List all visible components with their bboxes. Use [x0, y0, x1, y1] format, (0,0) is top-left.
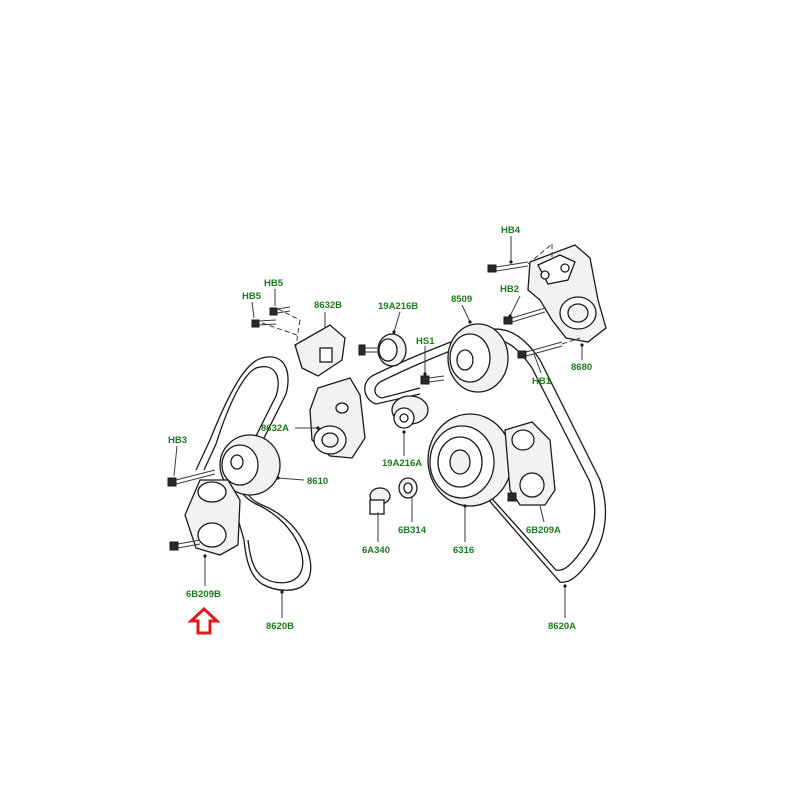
callout-8620a: 8620A [548, 621, 576, 632]
bolt-6a340 [369, 487, 391, 515]
callout-8680: 8680 [571, 362, 592, 373]
callout-6b314: 6B314 [398, 525, 427, 536]
callout-hb5-bottom: HB5 [242, 291, 262, 302]
callout-6a340: 6A340 [362, 545, 390, 556]
highlight-arrow-icon [187, 606, 221, 635]
callout-8632a: 8632A [261, 423, 289, 434]
callout-19a216b: 19A216B [378, 301, 418, 312]
bolt-hb1 [517, 337, 581, 359]
callout-6b209a: 6B209A [526, 525, 561, 536]
callout-hb1: HB1 [532, 376, 552, 387]
tensioner-6b209a [504, 421, 556, 506]
callout-labels: HB4 HB2 HB1 8680 8509 19A216B HS1 HB5 HB… [168, 225, 592, 632]
bolt-hb3 [167, 469, 216, 487]
callout-19a216a: 19A216A [382, 458, 422, 469]
callout-8509: 8509 [451, 294, 472, 305]
tensioner-6b209b [169, 479, 241, 556]
callout-hb4: HB4 [501, 225, 521, 236]
callout-hb2: HB2 [500, 284, 519, 295]
callout-hs1: HS1 [416, 336, 435, 347]
callout-8632b: 8632B [314, 300, 342, 311]
pulley-8610 [219, 434, 281, 496]
bracket-8680 [527, 244, 607, 343]
callout-6b209b: 6B209B [186, 589, 221, 600]
leader-lines [173, 236, 584, 618]
washer-6b314 [398, 477, 418, 499]
bolt-hb2 [503, 307, 546, 325]
callout-hb5-top: HB5 [264, 278, 284, 289]
callout-hb3: HB3 [168, 435, 187, 446]
callout-8610: 8610 [307, 476, 328, 487]
tensioner-8632a [309, 377, 366, 459]
pulley-8509 [447, 323, 509, 393]
bolt-hb4 [487, 243, 553, 273]
screw-hs1 [420, 375, 445, 385]
idler-19a216b [358, 333, 407, 367]
bolt-hb5-a [269, 306, 291, 316]
idler-19a216a [391, 395, 429, 429]
belt-8620a [364, 328, 607, 583]
damper-6316 [427, 413, 513, 507]
callout-6316: 6316 [453, 545, 474, 556]
belt-8620b [195, 356, 312, 591]
bracket-8632b [261, 308, 346, 377]
callout-8620b: 8620B [266, 621, 294, 632]
bolt-hb5-b [251, 319, 277, 328]
